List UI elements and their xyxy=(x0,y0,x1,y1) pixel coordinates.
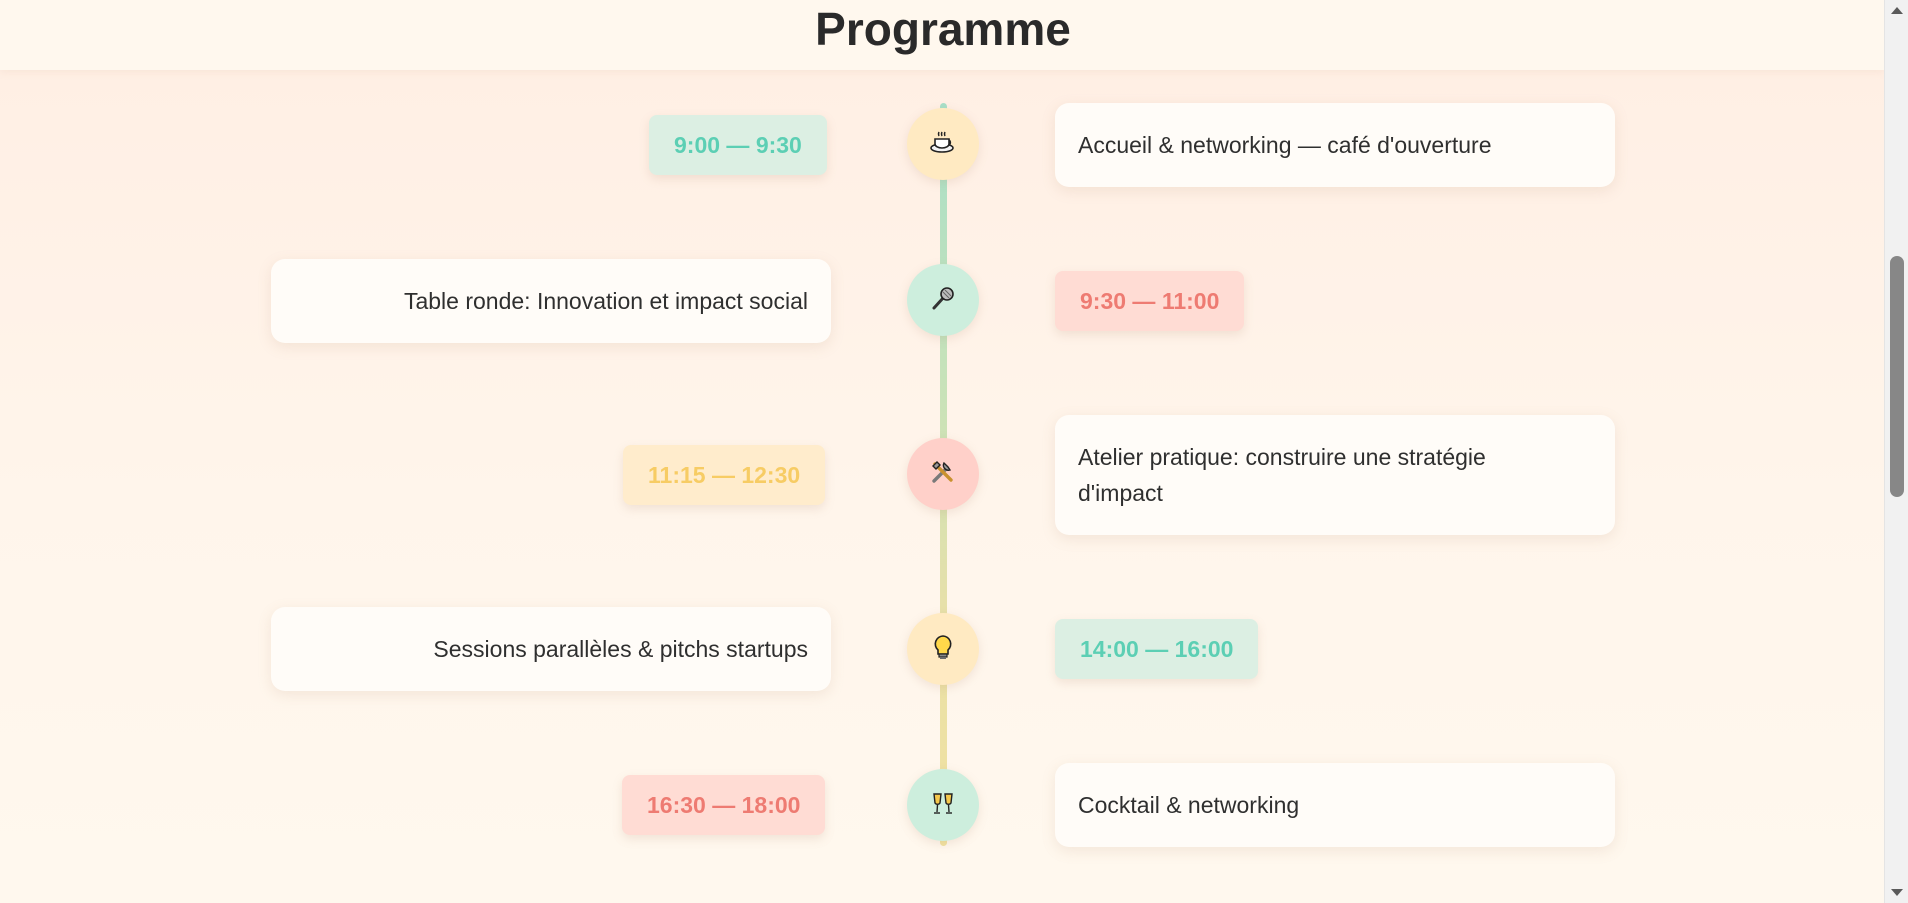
event-node-4 xyxy=(907,613,979,685)
event-title-4: Sessions parallèles & pitchs startups xyxy=(433,636,808,662)
event-title-5: Cocktail & networking xyxy=(1078,792,1300,818)
event-time-4: 14:00 — 16:00 xyxy=(1055,619,1259,679)
event-time-1: 9:00 — 9:30 xyxy=(649,115,827,175)
scroll-down-icon[interactable] xyxy=(1891,889,1903,896)
page-header: Programme xyxy=(0,0,1884,70)
vertical-scrollbar[interactable] xyxy=(1884,0,1908,903)
event-time-3: 11:15 — 12:30 xyxy=(623,445,826,505)
clinking-glasses-icon xyxy=(928,788,958,823)
scrollbar-thumb[interactable] xyxy=(1890,256,1904,497)
scroll-up-icon[interactable] xyxy=(1891,7,1903,14)
lightbulb-icon xyxy=(928,632,958,667)
event-title-1: Accueil & networking — café d'ouverture xyxy=(1078,132,1492,158)
event-card-5: Cocktail & networking xyxy=(1055,763,1615,847)
event-node-1 xyxy=(907,108,979,180)
event-time-2: 9:30 — 11:00 xyxy=(1055,271,1245,331)
page-title: Programme xyxy=(815,3,1071,55)
event-node-5 xyxy=(907,769,979,841)
coffee-icon xyxy=(928,127,958,162)
event-card-4: Sessions parallèles & pitchs startups xyxy=(271,607,831,691)
tools-icon xyxy=(928,457,958,492)
event-card-1: Accueil & networking — café d'ouverture xyxy=(1055,103,1615,187)
event-title-2: Table ronde: Innovation et impact social xyxy=(403,288,808,314)
event-card-3: Atelier pratique: construire une stratég… xyxy=(1055,415,1615,535)
microphone-icon xyxy=(928,283,958,318)
event-node-3 xyxy=(907,438,979,510)
event-title-3: Atelier pratique: construire une stratég… xyxy=(1078,444,1486,506)
event-card-2: Table ronde: Innovation et impact social xyxy=(271,259,831,343)
event-node-2 xyxy=(907,264,979,336)
event-time-5: 16:30 — 18:00 xyxy=(622,775,826,835)
